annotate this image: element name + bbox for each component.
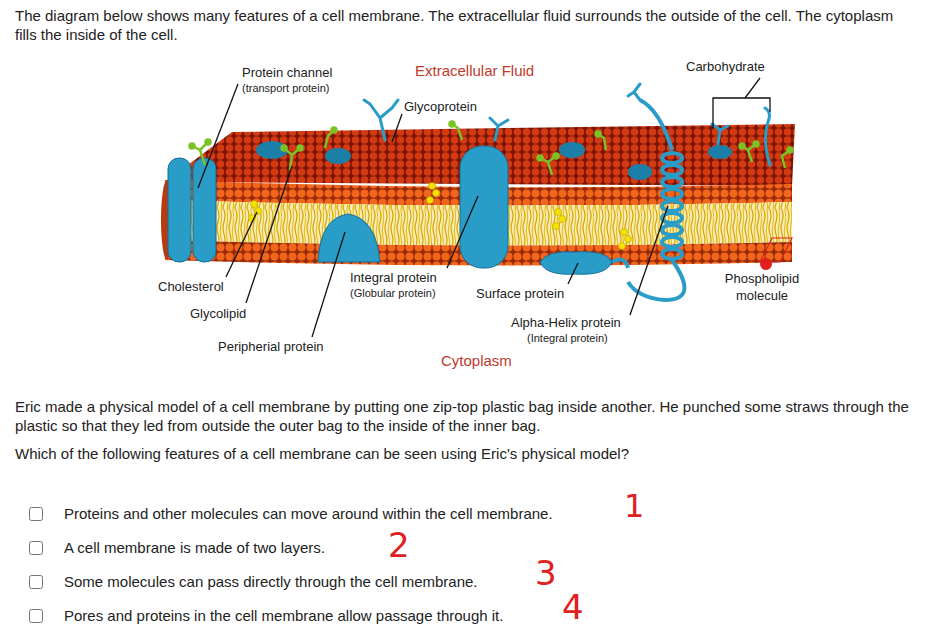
handwritten-number: 1 xyxy=(624,490,644,522)
cholesterol xyxy=(249,183,632,250)
part-label: Phospholipid molecule xyxy=(712,271,812,304)
integral-protein xyxy=(460,146,508,268)
region-label: Extracellular Fluid xyxy=(415,61,534,80)
part-sublabel: (transport protein) xyxy=(242,82,329,96)
question-text: Which of the following features of a cel… xyxy=(15,444,629,463)
option-text: Some molecules can pass directly through… xyxy=(64,572,478,591)
leader-lines xyxy=(198,78,770,337)
option-text: Pores and proteins in the cell membrane … xyxy=(64,606,503,625)
part-label: Peripherial protein xyxy=(218,339,324,356)
part-label: Carbohydrate xyxy=(686,59,765,76)
phospholipid-head xyxy=(760,258,772,270)
protein-channel xyxy=(168,158,216,262)
part-label: Glycolipid xyxy=(190,306,246,323)
part-sublabel: (Globular protein) xyxy=(350,287,436,301)
part-label: Integral protein xyxy=(350,270,437,287)
checkboxes xyxy=(30,508,43,623)
part-label: Glycoprotein xyxy=(404,99,477,116)
handwritten-number: 2 xyxy=(388,528,410,562)
handwritten-number: 4 xyxy=(562,590,584,624)
intro-text: The diagram below shows many features of… xyxy=(15,6,905,44)
part-label: Surface protein xyxy=(476,286,564,303)
alpha-helix xyxy=(628,100,684,300)
surface-protein-tail xyxy=(612,260,628,268)
part-sublabel: (Integral protein) xyxy=(527,332,608,346)
handwritten-number: 3 xyxy=(535,556,557,590)
peripheral-protein xyxy=(318,214,380,262)
question-text: Eric made a physical model of a cell mem… xyxy=(15,397,940,435)
part-label: Protein channel xyxy=(242,65,332,82)
part-label: Cholesterol xyxy=(158,279,224,296)
part-label: Alpha-Helix protein xyxy=(511,315,621,332)
option-text: Proteins and other molecules can move ar… xyxy=(64,504,553,523)
surface-protein xyxy=(540,252,612,275)
glycolipid-chains xyxy=(190,122,793,176)
carbohydrate-chains xyxy=(364,84,770,165)
region-label: Cytoplasm xyxy=(441,351,512,370)
option-text: A cell membrane is made of two layers. xyxy=(64,538,325,557)
